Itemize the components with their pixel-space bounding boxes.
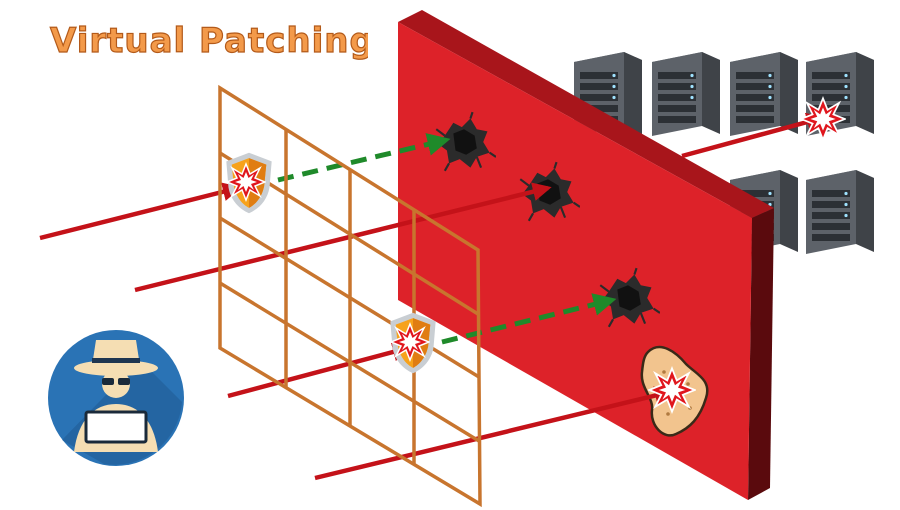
impact-burst-icon xyxy=(648,367,696,413)
wall-side xyxy=(748,208,774,500)
attack-arrow xyxy=(134,182,552,293)
impact-burst-icon xyxy=(800,97,846,141)
attack-arrow xyxy=(227,342,412,399)
diagram-title: Virtual Patching xyxy=(50,21,368,61)
blocked-arrow xyxy=(277,133,451,183)
server-rack-icon xyxy=(652,52,720,136)
attack-arrow xyxy=(681,112,826,159)
attack-arrows xyxy=(39,112,826,481)
impact-burst-icon xyxy=(226,163,266,201)
attack-arrow xyxy=(39,182,242,241)
server-rack-icon xyxy=(730,52,798,136)
blocked-arrow xyxy=(441,293,617,345)
diagram-title-wrap: Virtual Patching xyxy=(49,20,368,61)
wall-top xyxy=(398,10,774,218)
attack-arrow xyxy=(314,386,674,481)
server-rack-icon xyxy=(806,170,874,254)
hacker-laptop-icon xyxy=(48,330,184,466)
blocked-arrows xyxy=(277,133,617,345)
impact-burst-icon xyxy=(390,323,430,361)
